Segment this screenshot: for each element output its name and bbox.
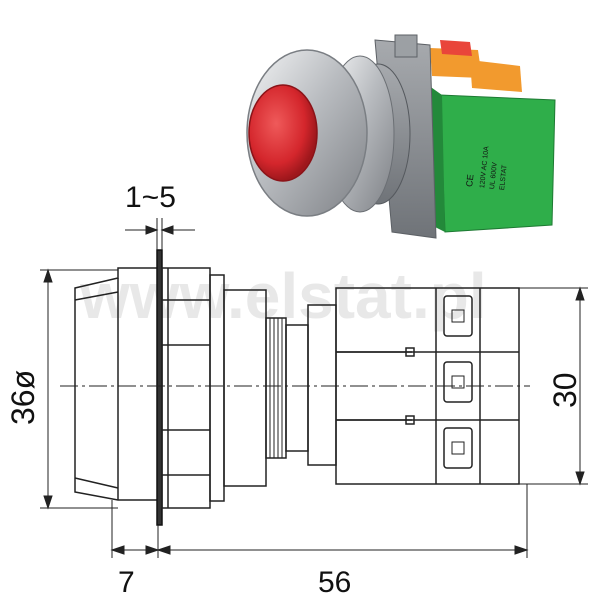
dim-body-depth: 56 [318,566,351,599]
cert-label: CE [464,174,475,187]
terminal-2 [443,361,473,403]
dim-panel-thickness: 1~5 [125,181,176,214]
dimension-lines [40,218,588,558]
front-bezel-outline [74,267,159,501]
ul-label: UL 600V [489,162,499,190]
terminal-3 [443,427,473,469]
watermark: www.elstat.pl [79,260,487,332]
terminal-1 [443,295,473,337]
block-label: CE 120V AC 10A UL 600V ELSTAT [464,146,509,191]
red-button [248,84,318,182]
dim-diameter: 36ø [5,370,41,425]
dim-height: 30 [547,372,583,408]
technical-drawing [60,249,530,526]
rating-label: 120V AC 10A [479,146,490,189]
dim-front-depth: 7 [118,566,135,599]
product-photo: CE 120V AC 10A UL 600V ELSTAT [246,34,556,239]
brand-label: ELSTAT [499,164,509,191]
